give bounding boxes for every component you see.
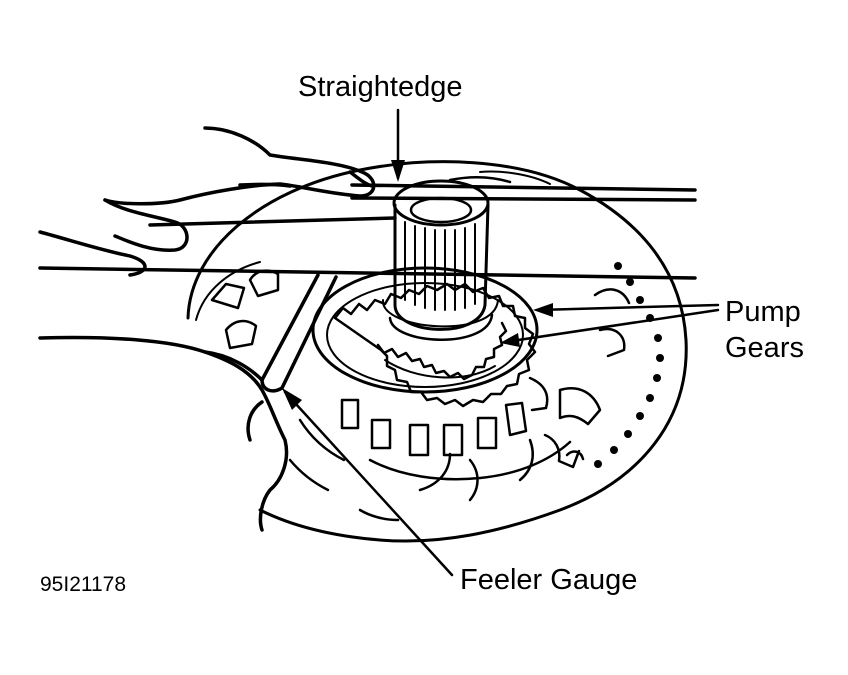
left-hand	[38, 126, 376, 277]
figure-id-label: 95I21178	[40, 573, 127, 596]
pump-body	[186, 160, 688, 543]
straightedge-arrowhead	[391, 160, 405, 182]
pump-gears-leader-lower	[503, 308, 720, 344]
pump-gears-leader-upper	[536, 303, 720, 312]
feeler-gauge-label: Feeler Gauge	[460, 564, 638, 596]
pump-gears-arrowhead-lower	[500, 333, 520, 347]
callout-leaders	[283, 108, 720, 577]
pump-gears-arrowhead-upper	[533, 303, 553, 317]
callout-arrowheads	[282, 160, 553, 410]
bolt-hole-ring	[594, 262, 664, 468]
feeler-gauge-blade[interactable]	[260, 273, 338, 393]
inner-pump-gear	[376, 321, 508, 381]
pump-gears-label-line2: Gears	[725, 332, 804, 364]
feeler-gauge-leader	[283, 390, 454, 577]
feeler-gauge-arrowhead	[282, 388, 302, 410]
stator-shaft	[381, 179, 499, 341]
outer-pump-gear	[333, 282, 537, 408]
straightedge-label: Straightedge	[298, 71, 463, 103]
pump-gears-label-line1: Pump	[725, 296, 801, 328]
straightedge-bar[interactable]	[38, 183, 697, 280]
right-hand	[38, 335, 289, 532]
